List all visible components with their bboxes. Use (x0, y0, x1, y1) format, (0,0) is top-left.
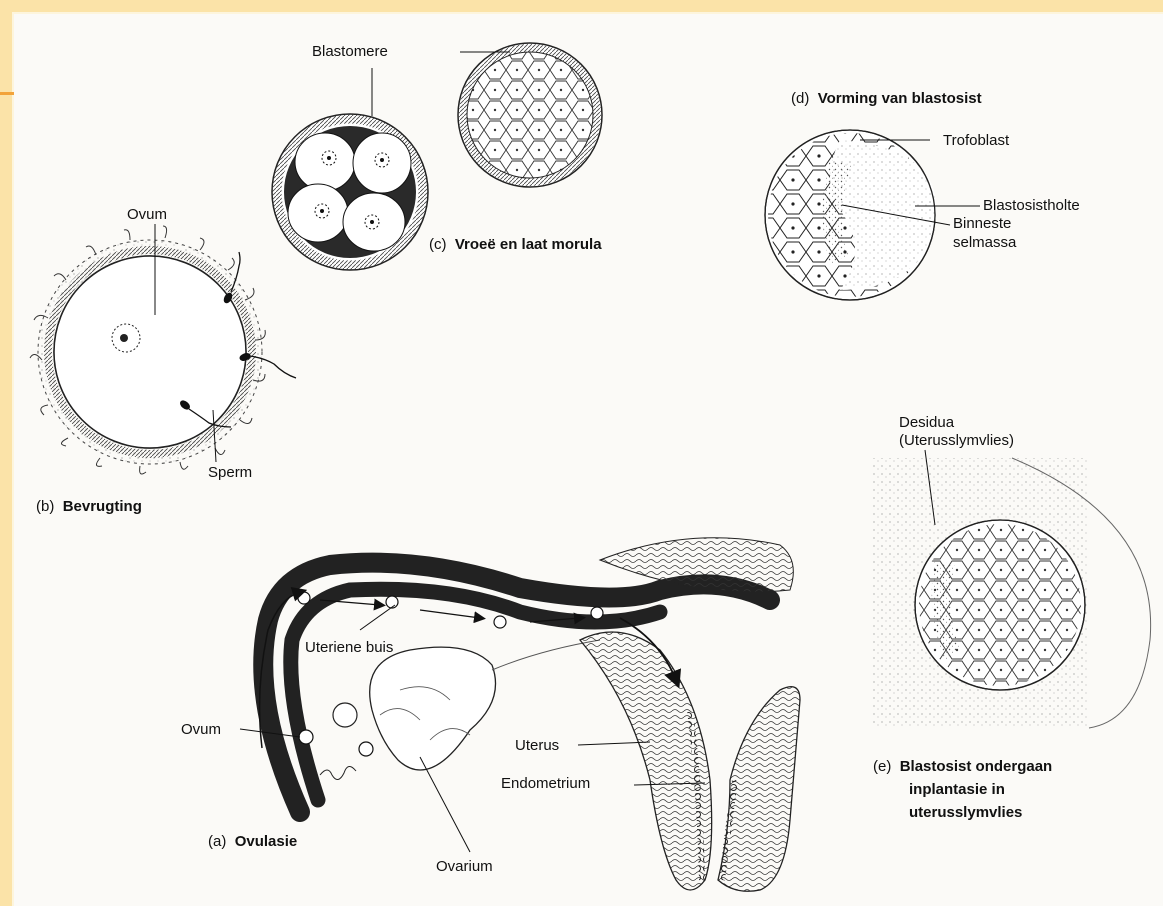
label-ovarium: Ovarium (436, 858, 493, 875)
label-blastosistholte: Blastosistholte (983, 197, 1080, 214)
caption-d-letter: (d) (791, 90, 809, 107)
blastocyst-illustration (765, 130, 980, 300)
fertilization-illustration (30, 224, 296, 474)
label-ovum-fertilization: Ovum (127, 206, 167, 223)
implantation-illustration (873, 450, 1151, 728)
caption-d-text: Vorming van blastosist (818, 90, 982, 107)
caption-b-letter: (b) (36, 498, 54, 515)
caption-e-line-2-wrap: inplantasie in (909, 780, 1005, 799)
caption-e-line-3-wrap: uterusslymvlies (909, 803, 1022, 822)
caption-c-letter: (c) (429, 236, 447, 253)
caption-a-letter: (a) (208, 833, 226, 850)
label-ovum-ovulation: Ovum (181, 721, 221, 738)
caption-e-line-1: Blastosist ondergaan (900, 758, 1053, 775)
caption-e-line-2: inplantasie in (909, 781, 1005, 798)
label-uterus: Uterus (515, 737, 559, 754)
label-trofoblast: Trofoblast (943, 132, 1009, 149)
label-selmassa: selmassa (953, 234, 1016, 251)
caption-e-line-3: uterusslymvlies (909, 804, 1022, 821)
caption-c-text: Vroeë en laat morula (455, 236, 602, 253)
caption-b-text: Bevrugting (63, 498, 142, 515)
label-endometrium: Endometrium (501, 775, 590, 792)
caption-a-text: Ovulasie (235, 833, 298, 850)
caption-b: (b) Bevrugting (36, 497, 142, 516)
label-blastomere: Blastomere (312, 43, 388, 60)
label-desidua: Desidua (899, 414, 954, 431)
label-sperm: Sperm (208, 464, 252, 481)
label-binneste: Binneste (953, 215, 1011, 232)
label-uterusslymvlies: (Uterusslymvlies) (899, 432, 1014, 449)
label-uteriene-buis: Uteriene buis (305, 639, 393, 656)
ovulation-illustration (240, 538, 800, 892)
caption-a: (a) Ovulasie (208, 832, 297, 851)
caption-e-letter: (e) (873, 758, 891, 775)
caption-e: (e) Blastosist ondergaan (873, 757, 1052, 776)
caption-d: (d) Vorming van blastosist (791, 89, 982, 108)
caption-c: (c) Vroeë en laat morula (429, 235, 602, 254)
